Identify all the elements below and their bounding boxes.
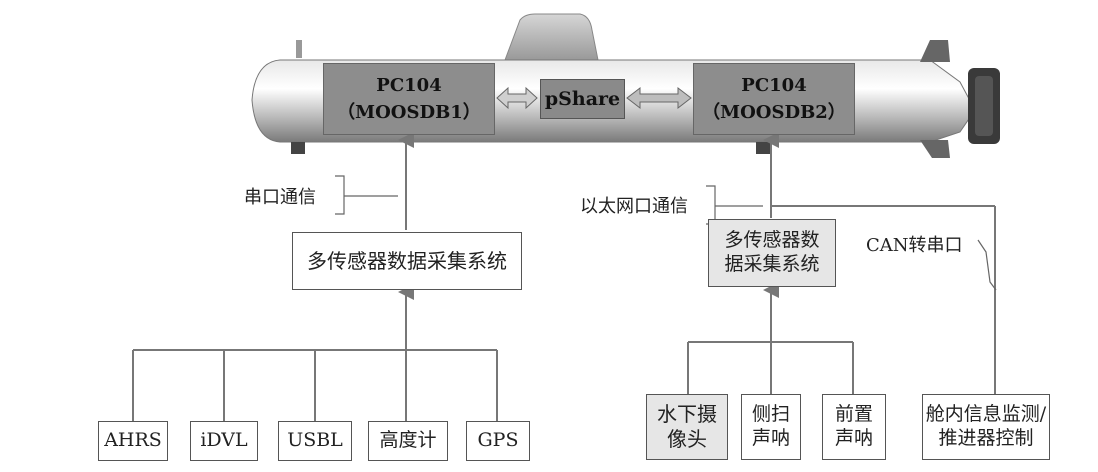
can-bracket: [977, 239, 997, 291]
sensor-underwater-camera: 水下摄 像头: [646, 394, 728, 460]
sensor-side-scan-sonar: 侧扫 声呐: [741, 394, 801, 460]
sensor-ahrs: AHRS: [98, 421, 168, 461]
right-system-line2: 据采集系统: [724, 253, 820, 275]
forward-sonar-line2: 声呐: [834, 427, 873, 449]
double-arrow-left: [496, 86, 538, 110]
sensor-gps: GPS: [466, 421, 530, 461]
sensor-usbl: USBL: [278, 421, 352, 461]
auv-skid-left: [291, 142, 305, 154]
pc104-right-line1: PC104: [741, 75, 807, 96]
pc104-moosdb2: PC104 （MOOSDB2）: [693, 63, 855, 135]
left-data-acquisition-system: 多传感器数据采集系统: [292, 232, 522, 290]
left-system-label: 多传感器数据采集系统: [307, 248, 507, 273]
right-data-acquisition-system: 多传感器数 据采集系统: [708, 219, 836, 287]
right-system-line1: 多传感器数: [724, 229, 820, 252]
sensor-usbl-label: USBL: [287, 429, 343, 452]
auv-tail-fin-top: [920, 40, 950, 62]
pc104-left-line1: PC104: [376, 75, 442, 96]
auv-antenna: [296, 40, 302, 58]
auv-sail: [504, 13, 599, 61]
sensor-idvl-label: iDVL: [200, 429, 248, 452]
side-scan-line1: 侧扫: [751, 403, 790, 426]
pc104-moosdb1: PC104 （MOOSDB1）: [323, 63, 495, 135]
sensor-forward-sonar: 前置 声呐: [822, 394, 886, 460]
can-label: CAN转串口: [866, 235, 963, 256]
sensor-gps-label: GPS: [477, 429, 519, 452]
cabin-line1: 舱内信息监测/: [925, 403, 1047, 426]
serial-comm-label: 串口通信: [244, 187, 316, 208]
auv-tail-fin-bottom: [920, 140, 950, 158]
pshare-label: pShare: [544, 88, 621, 110]
camera-line2: 像头: [667, 427, 707, 451]
cabin-monitor-thruster-control: 舱内信息监测/ 推进器控制: [922, 394, 1050, 460]
sensor-idvl: iDVL: [190, 421, 258, 461]
ethernet-comm-label: 以太网口通信: [580, 196, 688, 217]
auv-skid-right: [756, 142, 770, 154]
pshare-box: pShare: [540, 79, 625, 119]
double-arrow-right: [626, 86, 692, 110]
forward-sonar-line1: 前置: [834, 403, 873, 426]
sensor-altimeter: 高度计: [368, 421, 448, 461]
serial-comm-bracket: [335, 175, 345, 215]
camera-line1: 水下摄: [657, 402, 717, 426]
sensor-ahrs-label: AHRS: [104, 429, 162, 452]
sensor-altimeter-label: 高度计: [379, 429, 437, 452]
pc104-left-line2: （MOOSDB1）: [337, 102, 481, 123]
cabin-line2: 推进器控制: [938, 427, 1034, 449]
pc104-right-line2: （MOOSDB2）: [702, 102, 846, 123]
side-scan-line2: 声呐: [751, 427, 790, 449]
